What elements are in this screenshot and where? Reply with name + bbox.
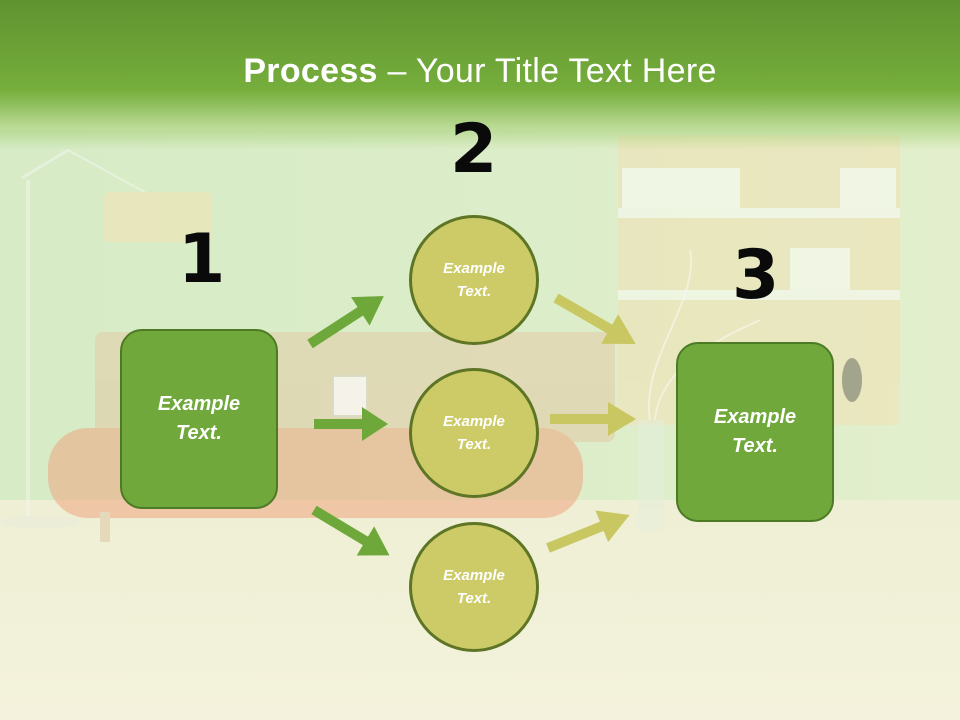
- step-2-circle-1: Example Text.: [409, 215, 539, 345]
- step-1-box: Example Text.: [120, 329, 278, 509]
- step-3-line2: Text.: [732, 435, 778, 457]
- step-3-box: Example Text.: [676, 342, 834, 522]
- step-2-circle-2: Example Text.: [409, 368, 539, 498]
- step-number-3: 3: [732, 236, 780, 315]
- green-arrows: [307, 296, 390, 556]
- arrow-to-circle-2: [314, 407, 388, 441]
- step-number-1: 1: [178, 220, 226, 299]
- arrow-from-circle-2: [550, 402, 636, 436]
- step-1-line1: Example: [157, 393, 241, 415]
- arrow-to-circle-3: [311, 505, 390, 556]
- arrow-from-circle-1: [553, 293, 636, 344]
- arrow-to-circle-1: [307, 296, 384, 349]
- step-1-line2: Text.: [176, 422, 222, 444]
- floor-lamp: [0, 148, 212, 528]
- circle-3-line1: Example: [443, 567, 505, 584]
- circle-3-line2: Text.: [456, 590, 492, 607]
- step-2-circle-3: Example Text.: [409, 522, 539, 652]
- title-bold: Process: [243, 52, 378, 90]
- slide-title: Process – Your Title Text Here: [0, 52, 960, 91]
- olive-arrows: [546, 293, 636, 553]
- circle-2-line2: Text.: [456, 436, 492, 453]
- circle-1-line2: Text.: [456, 283, 492, 300]
- arrow-from-circle-3: [546, 510, 630, 553]
- vase: [638, 249, 761, 530]
- step-number-2: 2: [450, 110, 498, 189]
- circle-2-line1: Example: [443, 413, 505, 430]
- circle-1-line1: Example: [443, 260, 505, 277]
- title-rest: – Your Title Text Here: [377, 52, 717, 90]
- title-banner: [0, 0, 960, 150]
- step-3-line1: Example: [713, 406, 797, 428]
